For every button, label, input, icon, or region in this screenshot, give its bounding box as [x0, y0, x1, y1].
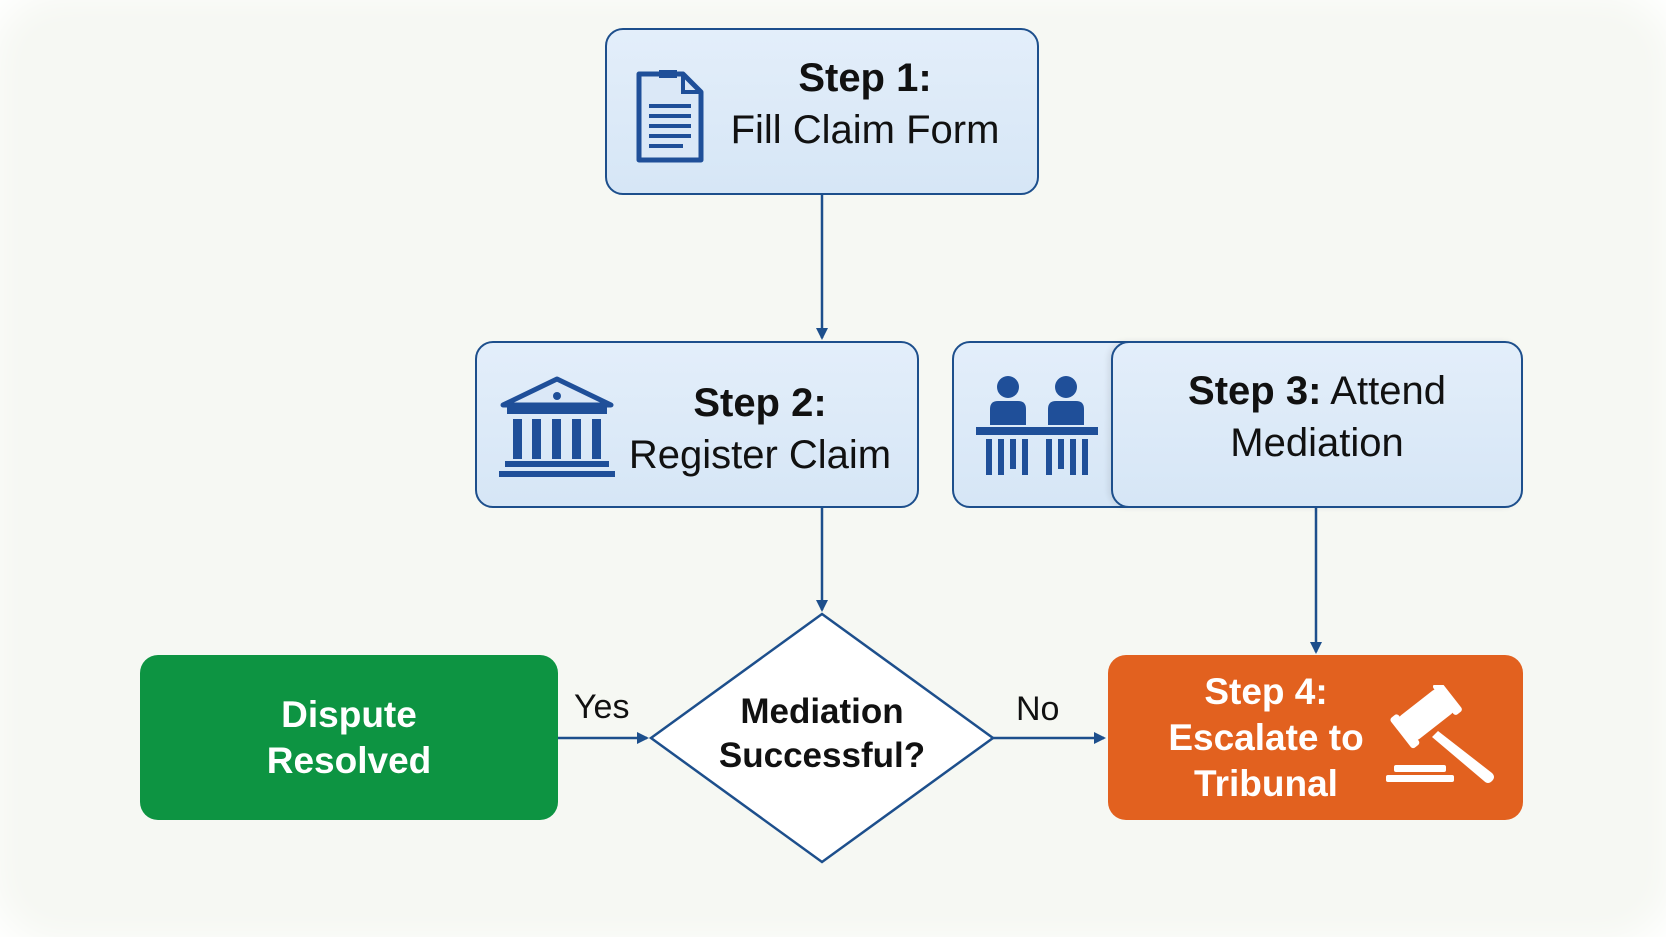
- step3-description-inline: Attend: [1330, 369, 1446, 413]
- step3-label: Step 3:: [1188, 369, 1322, 413]
- step3-description: Mediation: [1230, 421, 1404, 465]
- step2-box: Step 2: Register Claim: [475, 341, 919, 508]
- resolved-line2: Resolved: [266, 739, 432, 781]
- step3-text: Step 3: Attend Mediation: [1113, 365, 1521, 469]
- step4-line2: Tribunal: [1194, 763, 1338, 804]
- mediation-people-icon: [976, 376, 1098, 475]
- step4-label: Step 4:: [1204, 671, 1328, 712]
- step4-box: Step 4: Escalate to Tribunal: [1108, 655, 1523, 820]
- step3-box: Step 3: Attend Mediation: [1111, 341, 1523, 508]
- step1-text: Step 1: Fill Claim Form: [715, 52, 1015, 156]
- dispute-resolved-box: Dispute Resolved: [140, 655, 558, 820]
- gavel-icon: [1386, 685, 1494, 783]
- courthouse-icon: [499, 376, 615, 477]
- step4-text: Step 4: Escalate to Tribunal: [1146, 669, 1386, 807]
- edge-label-no: No: [1016, 690, 1060, 728]
- step1-box: Step 1: Fill Claim Form: [605, 28, 1039, 195]
- step4-line1: Escalate to: [1168, 717, 1364, 758]
- resolved-line1: Dispute: [281, 693, 417, 735]
- document-icon: [636, 70, 704, 163]
- step1-description: Fill Claim Form: [730, 108, 1000, 152]
- step2-text: Step 2: Register Claim: [615, 377, 905, 481]
- edge-label-yes: Yes: [574, 688, 630, 726]
- decision-text: Mediation Successful?: [652, 690, 992, 778]
- step2-label: Step 2:: [693, 381, 827, 425]
- step1-label: Step 1:: [798, 56, 932, 100]
- decision-line2: Successful?: [718, 736, 926, 775]
- decision-line1: Mediation: [740, 692, 904, 731]
- decision-diamond: [648, 612, 996, 864]
- step2-description: Register Claim: [628, 433, 892, 477]
